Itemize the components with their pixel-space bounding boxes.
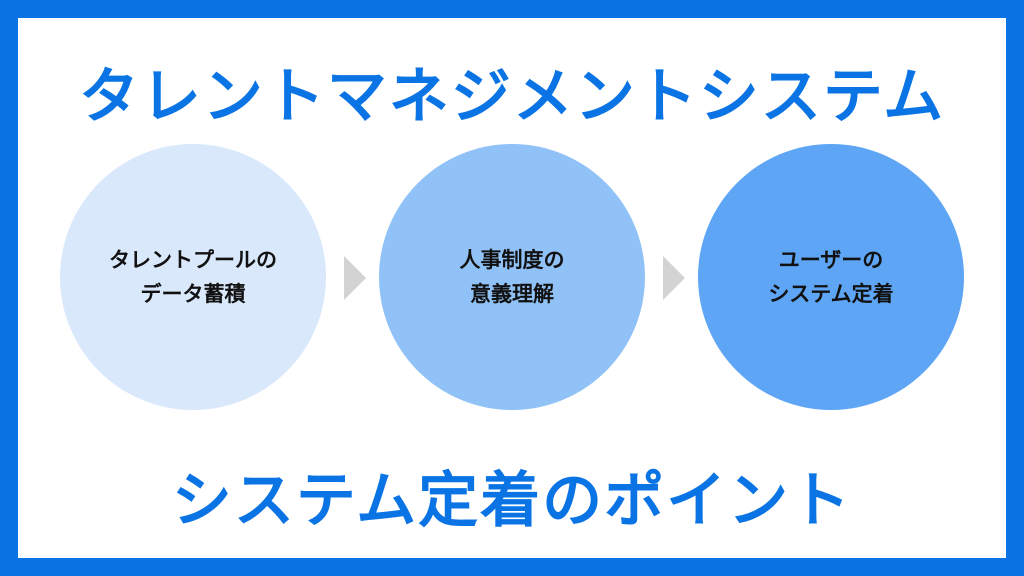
arrow-right-icon [663,256,685,300]
step-3-line-2: システム定着 [768,282,894,306]
arrow-right-icon [344,256,366,300]
step-circle-3: ユーザーの システム定着 [698,144,964,410]
step-circle-1: タレントプールの データ蓄積 [60,144,326,410]
subtitle: システム定着のポイント [171,466,853,536]
step-2-line-2: 意義理解 [470,282,554,306]
step-circle-2: 人事制度の 意義理解 [379,144,645,410]
main-title: タレントマネジメントシステム [78,62,946,132]
step-3-line-1: ユーザーの [778,248,884,272]
step-1-line-1: タレントプールの [109,248,277,272]
step-2-line-1: 人事制度の [459,248,565,272]
step-1-line-2: データ蓄積 [140,282,246,306]
